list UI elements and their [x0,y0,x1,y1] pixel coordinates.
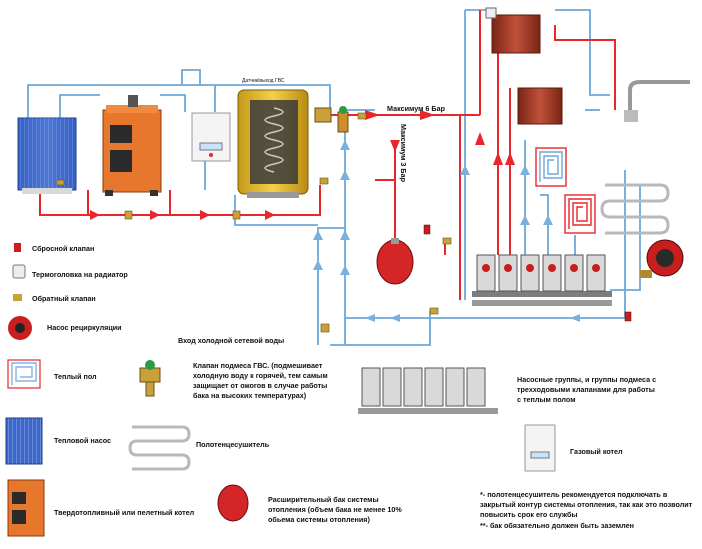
legend-exp-tank: Расширительный бак системы отопления (об… [268,495,402,524]
legend-solid-boiler: Твердотопливный или пелетный котел [54,508,195,517]
max-6-bar-label: Максимум 6 Бар [387,104,445,113]
legend-recirc-pump: Насос рециркуляции [47,323,122,332]
pump-group-manifold-icon [472,254,612,306]
radiator-icon [485,7,563,125]
legend-check-valve: Обратный клапан [32,294,96,303]
heat-pump-icon [17,117,77,194]
legend-pump-groups: Насосные группы, и группы подмеса с трех… [517,375,657,404]
expansion-tank-icon [376,238,414,285]
legend-floor-heat: Теплый пол [54,372,97,381]
tank-top-label: Датчик/выход ГВС [242,78,285,84]
cold-flow-arrows [313,140,580,322]
water-tank-icon [237,89,309,198]
solid-fuel-boiler-icon [102,95,162,196]
legend-towel-rail: Полотенцесушитель [196,440,270,449]
gas-boiler-icon [191,112,231,162]
legend-icons [5,243,556,537]
legend-gas-boiler: Газовый котел [570,447,623,456]
check-valve-icon [56,112,452,333]
recirculation-pump-icon [640,239,684,278]
max-3-bar-label: Максимум 3 Бар [399,124,408,182]
cold-inlet-label: Вход холодной сетевой воды [178,336,285,345]
hot-flow-arrows [90,110,515,220]
faucet-icon [624,80,690,122]
floor-heating-icon [535,147,596,234]
legend-safety-valve: Сбросной клапан [32,244,95,253]
legend-heat-pump: Тепловой насос [54,436,111,445]
note-grounding: **- бак обязательно должен быть заземлен [480,521,634,530]
note-towel-rail: *- полотенцесушитель рекомендуется подкл… [480,490,693,519]
legend-mixing-valve: Клапан подмеса ГВС. (подмешивает холодну… [193,361,328,400]
safety-valve-icon [423,224,632,322]
legend-radiator-thermo: Термоголовка на радиатор [32,270,128,279]
towel-rail-icon [600,183,670,235]
mixing-valve-icon [314,106,349,133]
